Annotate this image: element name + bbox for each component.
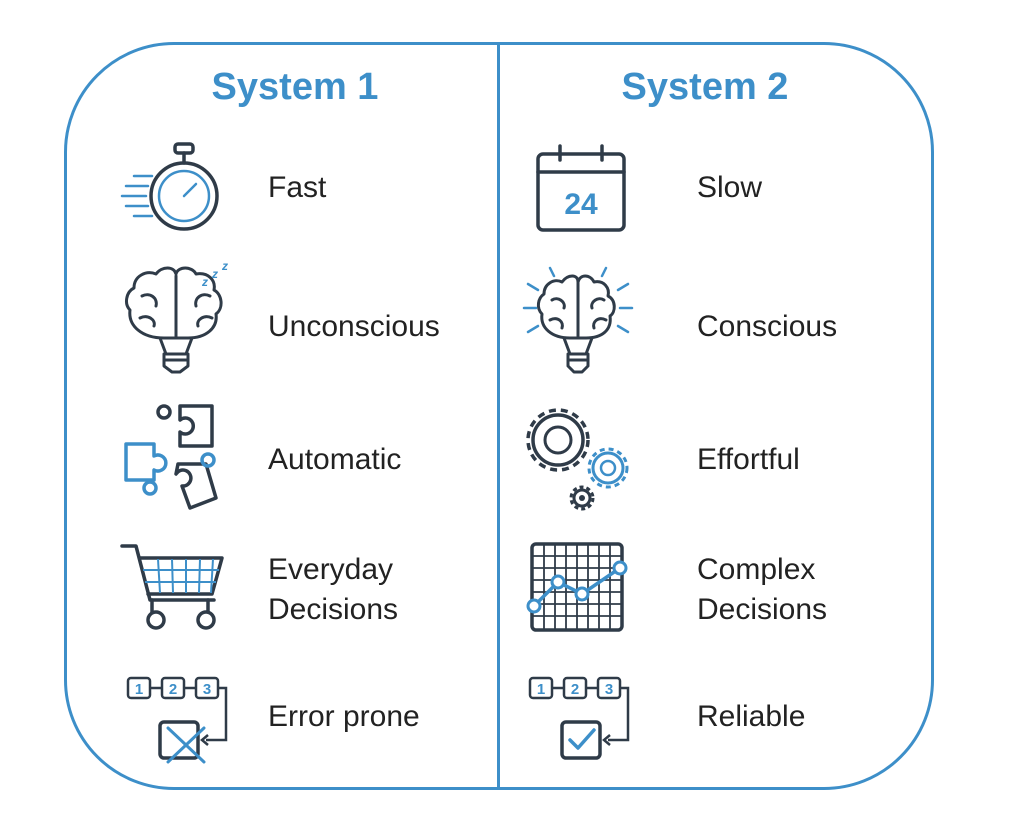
calendar-icon: 24 xyxy=(536,144,626,232)
label-everyday-decisions: Everyday Decisions xyxy=(268,550,398,630)
shopping-cart-icon xyxy=(120,544,224,630)
stopwatch-icon xyxy=(120,142,219,231)
label-slow: Slow xyxy=(697,168,762,208)
label-line: Fast xyxy=(268,171,327,204)
comparison-frame xyxy=(64,42,934,790)
system2-title: System 2 xyxy=(621,66,789,108)
label-line: Automatic xyxy=(268,443,402,476)
label-line: Slow xyxy=(697,171,763,204)
line-graph-grid-icon xyxy=(526,542,628,632)
svg-text:z: z xyxy=(201,275,208,289)
step-number: 2 xyxy=(169,681,177,698)
column-divider xyxy=(497,44,500,788)
svg-text:z: z xyxy=(221,262,228,273)
label-effortful: Effortful xyxy=(697,440,800,480)
label-reliable: Reliable xyxy=(697,697,805,737)
label-line: Complex xyxy=(697,553,816,586)
gears-icon xyxy=(526,408,629,511)
label-unconscious: Unconscious xyxy=(268,307,440,347)
label-line: Unconscious xyxy=(268,310,440,343)
label-line: Everyday xyxy=(268,553,394,586)
label-line: Decisions xyxy=(697,593,828,626)
label-line: Effortful xyxy=(697,443,800,476)
label-conscious: Conscious xyxy=(697,307,837,347)
label-line: Decisions xyxy=(268,593,399,626)
label-automatic: Automatic xyxy=(268,440,401,480)
step-number: 3 xyxy=(605,681,613,698)
step-number: 2 xyxy=(571,681,579,698)
steps-check-box-icon: 1 2 3 xyxy=(528,676,630,760)
calendar-day: 24 xyxy=(564,188,598,221)
system1-title: System 1 xyxy=(211,66,379,108)
sleeping-brain-bulb-icon: z z z xyxy=(125,262,228,374)
label-complex-decisions: Complex Decisions xyxy=(697,550,827,630)
label-line: Error prone xyxy=(268,700,420,733)
label-line: Conscious xyxy=(697,310,838,343)
step-number: 1 xyxy=(135,681,143,698)
step-number: 1 xyxy=(537,681,545,698)
steps-cross-box-icon: 1 2 3 xyxy=(126,676,228,764)
step-number: 3 xyxy=(203,681,211,698)
label-fast: Fast xyxy=(268,168,326,208)
label-error-prone: Error prone xyxy=(268,697,420,737)
puzzle-pieces-icon xyxy=(124,404,218,510)
label-line: Reliable xyxy=(697,700,806,733)
svg-text:z: z xyxy=(211,267,218,281)
glowing-brain-bulb-icon xyxy=(522,266,634,374)
